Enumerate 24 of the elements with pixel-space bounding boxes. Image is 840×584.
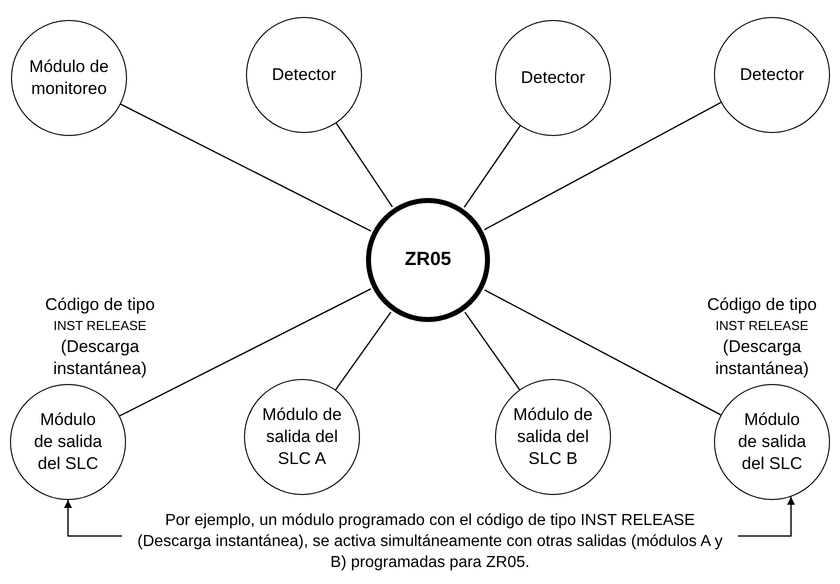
connector-line — [335, 312, 392, 390]
connector-line — [484, 289, 722, 416]
node-caption: INST RELEASE — [716, 317, 808, 335]
note-text: Por ejemplo, un módulo programado con el código de tipo INST RELEASE (Descarga instantánea), se activa simultáneamente con otras salidas (módulos A y B) programadas para ZR05. — [136, 511, 724, 573]
node-label: Detector — [270, 64, 338, 86]
connector-line — [336, 122, 393, 208]
node-caption: (Descarga instantánea) — [52, 336, 148, 380]
node-caption: Código de tipo — [45, 294, 155, 316]
node-label: Módulo de salida del SLC — [737, 409, 807, 475]
arrow — [738, 496, 795, 537]
node-label: Módulo de monitoreo — [28, 56, 110, 100]
node-label: Módulo de salida del SLC — [33, 409, 103, 475]
node-label: Detector — [520, 67, 586, 89]
node-caption: INST RELEASE — [54, 317, 146, 335]
connector-line — [484, 102, 722, 230]
node-caption: Código de tipo — [707, 294, 817, 316]
connector-line — [464, 125, 521, 208]
node-label: Detector — [738, 64, 806, 86]
node-caption: (Descarga instantánea) — [714, 336, 810, 380]
node-label: Módulo de salida del SLC A — [261, 404, 343, 470]
node-label: Módulo de salida del SLC B — [512, 404, 594, 470]
connector-line — [464, 312, 520, 390]
arrow — [64, 500, 122, 537]
node-label: ZR05 — [404, 249, 452, 271]
